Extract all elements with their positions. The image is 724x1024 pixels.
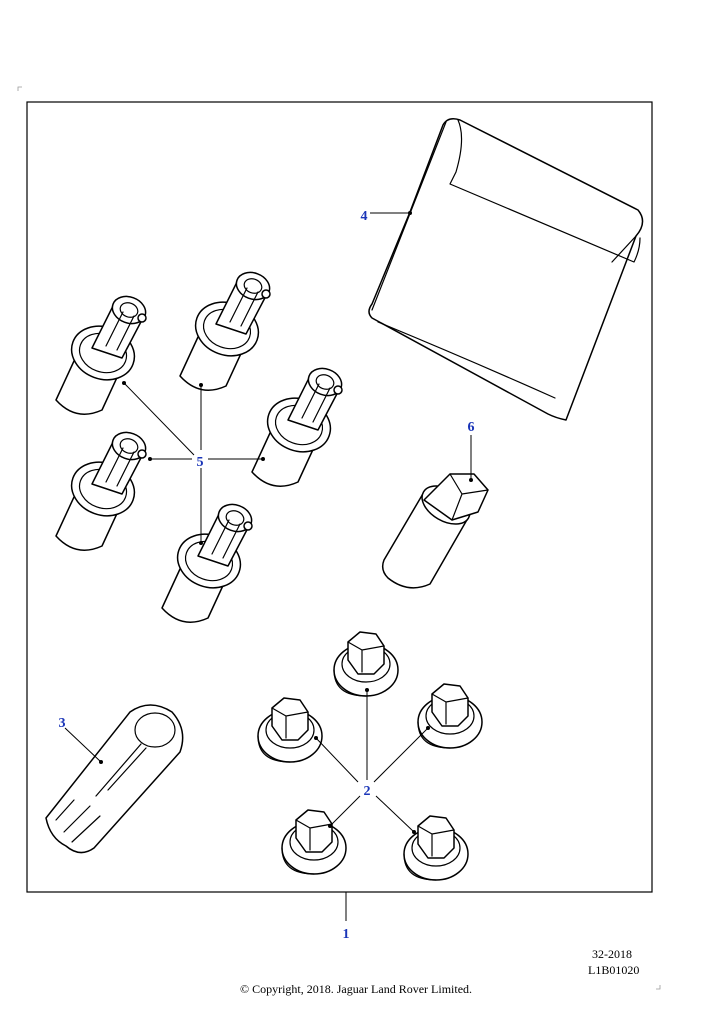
callout-5: 5 [197, 455, 204, 470]
callout-6: 6 [468, 420, 475, 435]
date-code: 32-2018 [592, 947, 632, 961]
callout-4: 4 [361, 209, 368, 224]
copyright-notice: © Copyright, 2018. Jaguar Land Rover Lim… [239, 982, 473, 996]
locking-nut [55, 291, 151, 415]
wheel-nut [333, 631, 399, 697]
key-tool [45, 704, 184, 854]
locking-nut [161, 499, 257, 623]
callout-2: 2 [364, 784, 371, 799]
callout-1: 1 [343, 927, 350, 942]
leaders-5 [122, 381, 265, 545]
wheel-nut [417, 683, 483, 749]
kit-frame [26, 101, 653, 893]
locking-nut [179, 267, 275, 391]
illustration-id: L1B01020 [588, 963, 640, 977]
locking-nut [55, 427, 151, 551]
wheel-nut [403, 815, 469, 881]
storage-pouch [368, 118, 644, 421]
wheel-nut [257, 697, 323, 763]
leaders-2 [314, 688, 430, 834]
callout-3: 3 [59, 716, 66, 731]
locking-nut [251, 363, 347, 487]
socket-adapter [381, 473, 489, 589]
